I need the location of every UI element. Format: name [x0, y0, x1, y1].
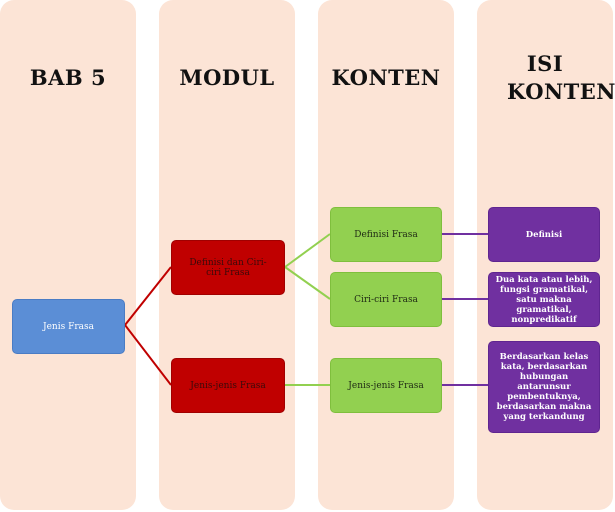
column-title-modul: MODUL [179, 65, 275, 90]
node-konten-definisi-frasa: Definisi Frasa [330, 207, 442, 262]
node-modul-jenis-jenis: Jenis-jenis Frasa [171, 358, 285, 413]
column-title-konten: KONTEN [331, 65, 441, 90]
connector-modul-1-konten-1 [284, 233, 331, 268]
connector-modul-1-konten-2 [284, 266, 331, 300]
column-title-isi-konten: ISI KONTEN [507, 51, 615, 104]
connector-root-modul-2 [124, 324, 172, 386]
connector-root-modul-1 [124, 266, 172, 326]
node-isi-jenis-jenis: Berdasarkan kelas kata, berdasarkan hubu… [488, 341, 600, 433]
node-isi-definisi: Definisi [488, 207, 600, 262]
node-konten-ciri-ciri-frasa: Ciri-ciri Frasa [330, 272, 442, 327]
node-isi-ciri-ciri: Dua kata atau lebih, fungsi gramatikal, … [488, 272, 600, 327]
node-modul-definisi-ciri: Definisi dan Ciri-ciri Frasa [171, 240, 285, 295]
column-bab: BAB 5 [0, 0, 136, 510]
node-konten-jenis-jenis-frasa: Jenis-jenis Frasa [330, 358, 442, 413]
node-jenis-frasa-root: Jenis Frasa [12, 299, 125, 354]
column-title-bab: BAB 5 [29, 65, 107, 90]
